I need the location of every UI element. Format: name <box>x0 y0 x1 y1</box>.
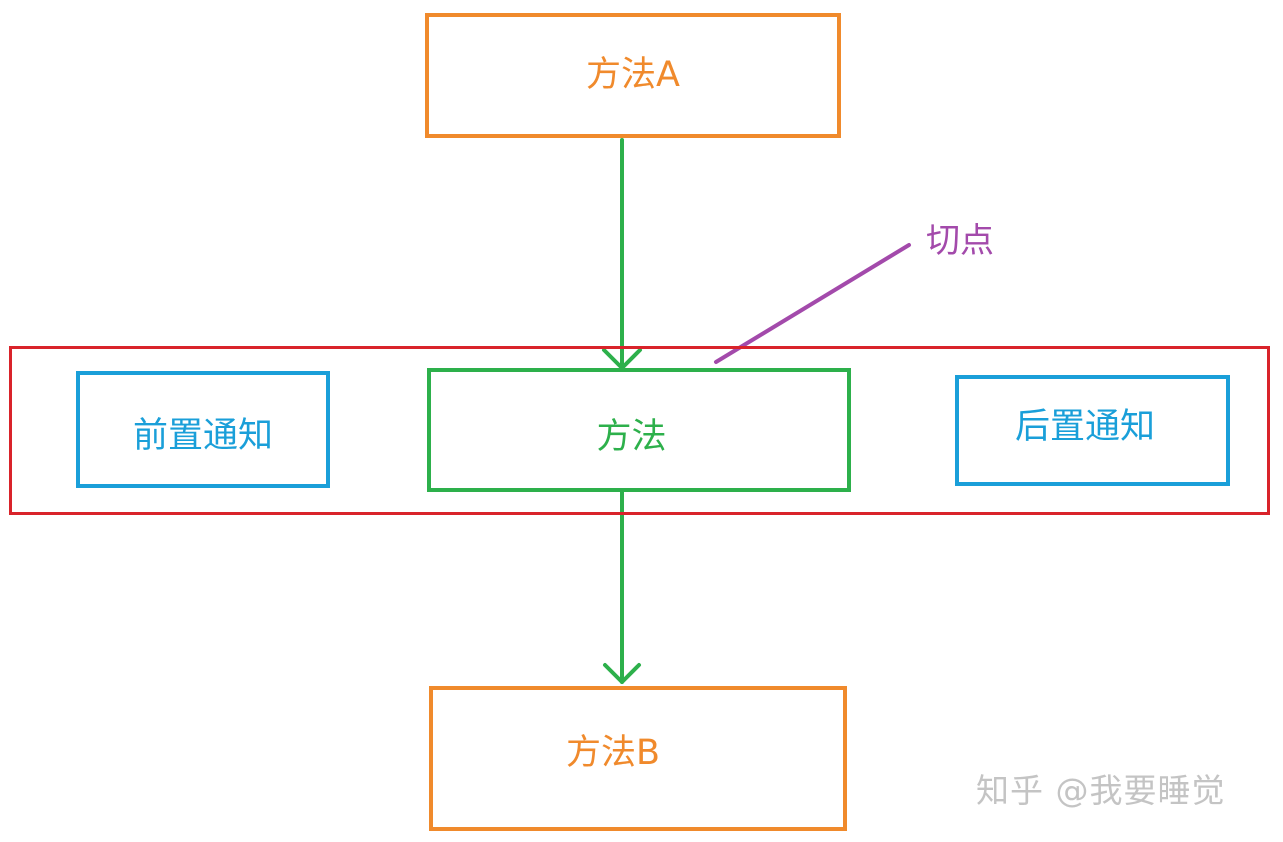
pointcut-label: 切点 <box>926 221 994 261</box>
before-advice-box: 前置通知 <box>76 371 330 488</box>
watermark-text: 知乎 @我要睡觉 <box>976 771 1226 810</box>
arrow-down-icon <box>603 663 641 684</box>
method-b-box: 方法B <box>429 686 847 831</box>
after-advice-box: 后置通知 <box>955 375 1230 486</box>
method-a-label: 方法A <box>586 55 680 95</box>
method-core-label: 方法 <box>596 417 667 457</box>
before-advice-label: 前置通知 <box>132 415 273 456</box>
arrow-a-to-core <box>602 138 642 370</box>
method-b-label: 方法B <box>565 733 660 773</box>
method-core-box: 方法 <box>427 368 851 492</box>
method-a-box: 方法A <box>425 13 841 138</box>
aspect-frame <box>9 346 1270 515</box>
pointcut-leader-line <box>714 243 911 364</box>
arrow-core-to-b <box>603 489 641 684</box>
after-advice-label: 后置通知 <box>1014 407 1155 447</box>
